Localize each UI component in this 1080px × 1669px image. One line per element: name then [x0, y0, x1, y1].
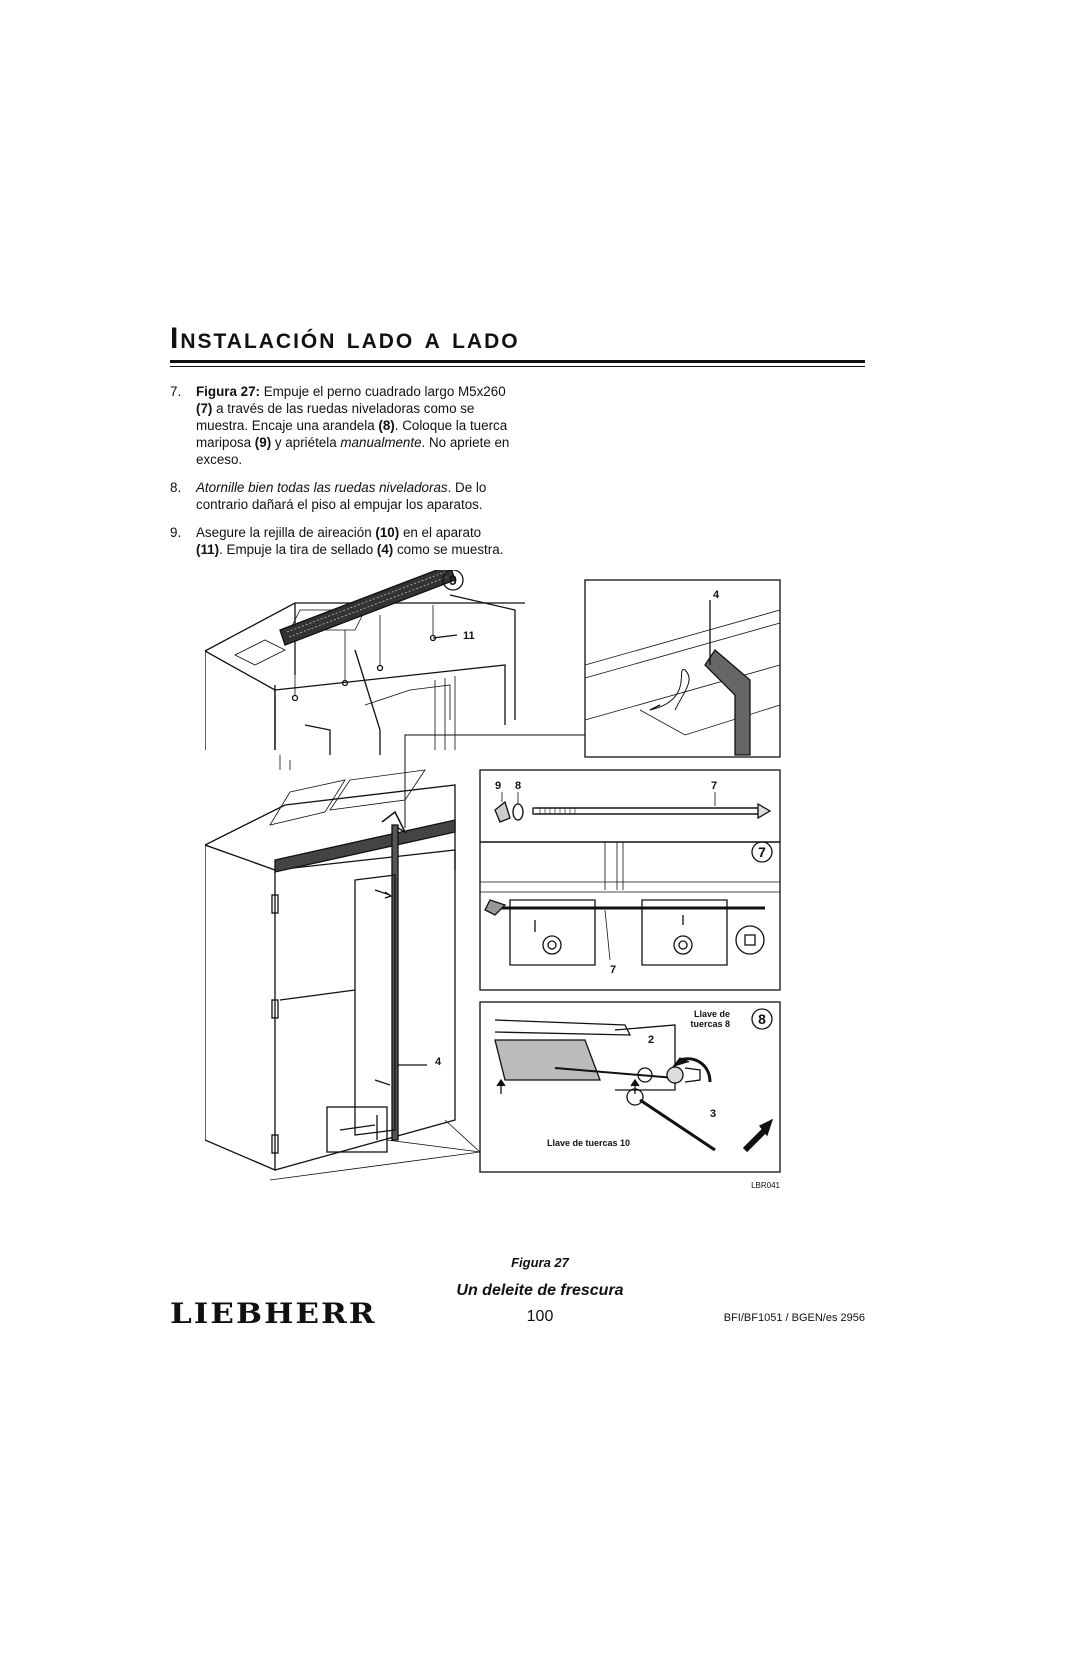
- callout-4-top: 4: [713, 589, 720, 601]
- title-rule-thick: [170, 360, 865, 363]
- callout-4-main: 4: [435, 1056, 442, 1068]
- figure-caption: Figura 27: [511, 1255, 569, 1270]
- ventilation-grille-top: [279, 564, 456, 646]
- svg-text:9: 9: [449, 572, 457, 588]
- step-item: 8. Atornille bien todas las ruedas nivel…: [170, 479, 510, 513]
- step-badge-8: 8: [751, 1008, 773, 1030]
- callout-11: 11: [463, 630, 475, 642]
- callout-7-bolt: 7: [711, 780, 717, 792]
- step-text: Atornille bien todas las ruedas nivelado…: [196, 480, 487, 512]
- inset-seal-detail: [584, 579, 781, 758]
- step-text: Asegure la rejilla de aireación (10) en …: [196, 525, 504, 557]
- wrench-10-label: Llave de tuercas 10: [547, 1138, 630, 1148]
- step-badge-9: 9: [442, 569, 464, 591]
- step-item: 7. Figura 27: Empuje el perno cuadrado l…: [170, 383, 510, 468]
- inset-leveling-wheels: [479, 841, 781, 991]
- top-appliance-drawing: [204, 561, 525, 770]
- slogan: Un deleite de frescura: [456, 1282, 624, 1299]
- callout-9: 9: [495, 780, 501, 792]
- figure-27-illustration: 10 11 9 4: [204, 557, 830, 1270]
- svg-text:8: 8: [758, 1011, 766, 1027]
- title-rule-thin: [170, 366, 865, 367]
- wrench-8-label-1: Llave de: [694, 1009, 730, 1019]
- callout-7-bottom: 7: [610, 964, 616, 976]
- page-number: 100: [526, 1308, 554, 1325]
- step-item: 9. Asegure la rejilla de aireación (10) …: [170, 524, 510, 558]
- inset-bolt-parts: [479, 769, 781, 843]
- wrench-8-label-2: tuercas 8: [690, 1019, 730, 1029]
- inset-wrench-tightening: [479, 1001, 781, 1173]
- svg-text:7: 7: [758, 844, 766, 860]
- figure-code: LBR041: [751, 1181, 780, 1190]
- liebherr-logo: LIEBHERR: [170, 1298, 377, 1331]
- page-title: Instalación lado a lado: [170, 322, 520, 355]
- main-appliance-drawing: [204, 769, 481, 1181]
- step-number: 9.: [170, 525, 182, 540]
- callout-8: 8: [515, 780, 521, 792]
- step-text: Figura 27: Empuje el perno cuadrado larg…: [196, 384, 510, 467]
- step-number: 8.: [170, 480, 182, 495]
- instruction-steps: 7. Figura 27: Empuje el perno cuadrado l…: [170, 383, 510, 569]
- callout-2: 2: [648, 1034, 654, 1046]
- callout-3: 3: [710, 1108, 716, 1120]
- step-number: 7.: [170, 384, 182, 399]
- document-reference: BFI/BF1051 / BGEN/es 2956: [723, 1312, 865, 1324]
- step-badge-7: 7: [751, 841, 773, 863]
